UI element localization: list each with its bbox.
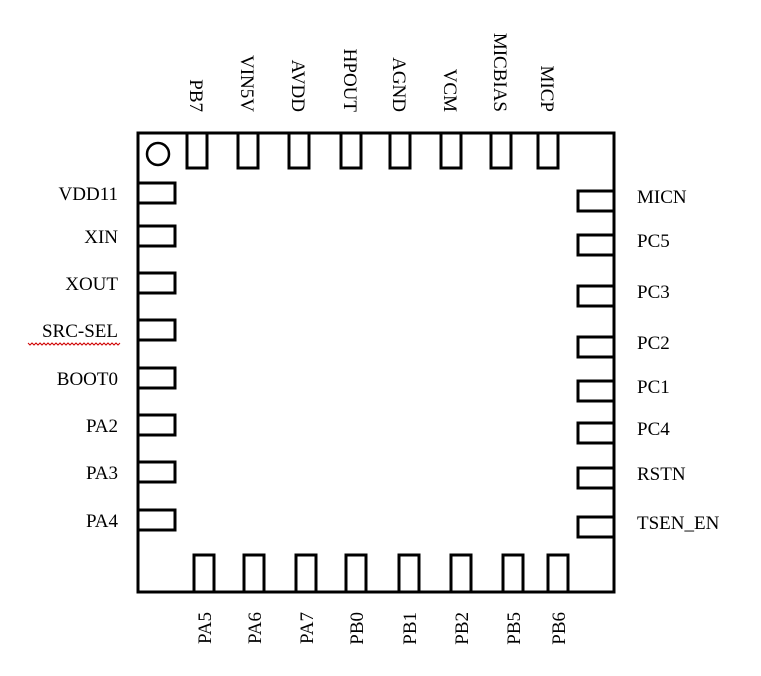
pin-label-vcm: VCM — [439, 69, 460, 112]
pin-pa5 — [192, 553, 216, 594]
pin-label-pc1: PC1 — [637, 377, 670, 398]
pin-label-pb7: PB7 — [185, 79, 206, 112]
pin-label-pc2: PC2 — [637, 333, 670, 354]
pin-label-pb6: PB6 — [549, 612, 570, 645]
pin-pa6 — [242, 553, 266, 594]
pin-pa3 — [136, 460, 177, 484]
pin-xin — [136, 224, 177, 248]
pin-label-xout: XOUT — [65, 274, 118, 295]
pin-label-pb1: PB1 — [400, 612, 421, 645]
pin-pc1 — [576, 379, 616, 403]
top-pin-group: PB7 VIN5V AVDD HPOUT AGND VCM MICBIAS MICP — [185, 33, 560, 170]
pin-pc3 — [576, 284, 616, 308]
pin-label-vin5v: VIN5V — [236, 55, 257, 112]
pin-label-pa4: PA4 — [86, 511, 119, 532]
pin-vdd11 — [136, 181, 177, 205]
pin-label-pb0: PB0 — [347, 612, 368, 645]
pin-rstn — [576, 466, 616, 490]
pin-label-pa6: PA6 — [245, 612, 266, 644]
pin-pb2 — [449, 553, 473, 594]
pin-xout — [136, 271, 177, 295]
pin-label-avdd: AVDD — [287, 60, 308, 112]
spellcheck-underline — [27, 342, 121, 346]
pin-tsen-en — [576, 515, 616, 539]
pin-src-sel — [136, 318, 177, 342]
pin-pb1 — [397, 553, 421, 594]
pin-label-micn: MICN — [637, 187, 687, 208]
chip-body — [136, 131, 616, 594]
pin-label-pa2: PA2 — [86, 416, 118, 437]
bottom-pin-group: PA5 PA6 PA7 PB0 PB1 PB2 PB5 PB6 — [192, 553, 570, 645]
pin-label-pa7: PA7 — [297, 612, 318, 644]
pin-pb7 — [185, 131, 209, 170]
pin-label-pc4: PC4 — [637, 419, 670, 440]
pin-label-boot0: BOOT0 — [57, 369, 118, 390]
pin-label-tsen-en: TSEN_EN — [637, 513, 720, 534]
pin-pb5 — [501, 553, 525, 594]
pin-pb6 — [546, 553, 570, 594]
pin-label-hpout: HPOUT — [339, 49, 360, 113]
pin-label-pa5: PA5 — [195, 612, 216, 644]
pin-label-pa3: PA3 — [86, 463, 118, 484]
pin-vcm — [439, 131, 463, 170]
pin-agnd — [388, 131, 412, 170]
pin1-indicator — [145, 141, 171, 167]
pin-label-vdd11: VDD11 — [59, 184, 118, 205]
pin-label-pc3: PC3 — [637, 282, 670, 303]
pin-micbias — [489, 131, 513, 170]
pin-label-pb5: PB5 — [504, 612, 525, 645]
pin-pa4 — [136, 508, 177, 532]
pin-vin5v — [236, 131, 260, 170]
pin-pb0 — [344, 553, 368, 594]
pin-micp — [536, 131, 560, 170]
pin-pa7 — [294, 553, 318, 594]
pin-pa2 — [136, 413, 177, 437]
pin-boot0 — [136, 366, 177, 390]
pin-label-micp: MICP — [536, 66, 557, 112]
pin-pc5 — [576, 233, 616, 257]
pin-micn — [576, 189, 616, 213]
pin-label-pc5: PC5 — [637, 231, 670, 252]
pin-label-src-sel: SRC-SEL — [42, 321, 118, 342]
pin-pc2 — [576, 335, 616, 359]
pin-label-xin: XIN — [84, 227, 118, 248]
pin-hpout — [339, 131, 363, 170]
pin-label-rstn: RSTN — [637, 464, 686, 485]
pin-label-pb2: PB2 — [452, 612, 473, 645]
pin-avdd — [287, 131, 311, 170]
pin-label-agnd: AGND — [388, 57, 409, 112]
pin-pc4 — [576, 421, 616, 445]
pin-label-micbias: MICBIAS — [489, 33, 510, 112]
